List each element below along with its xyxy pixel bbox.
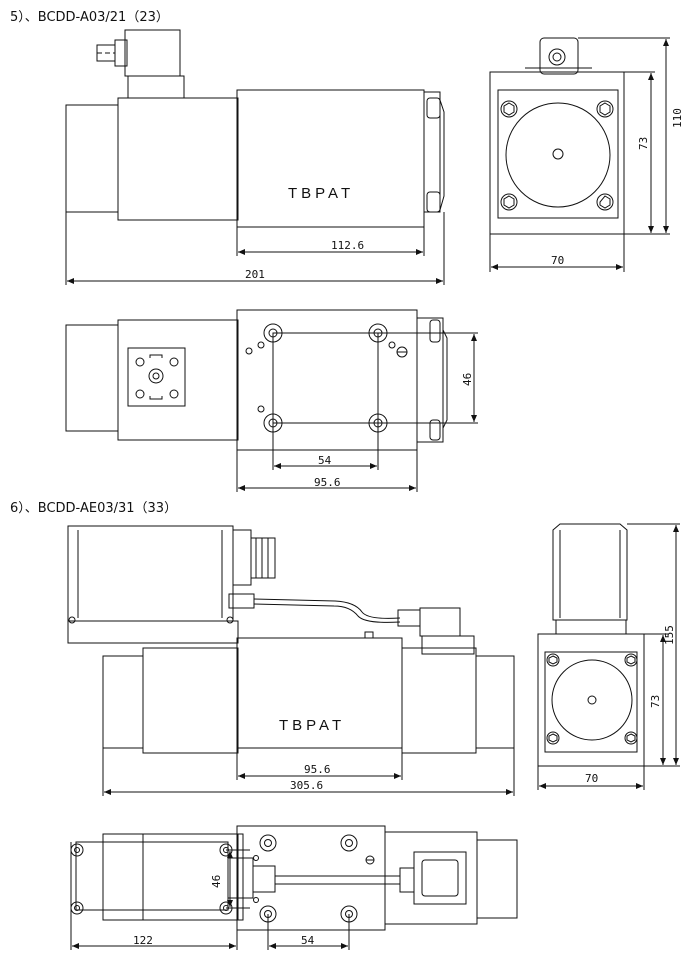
s5-terminal-block	[127, 347, 186, 407]
s5-side-connector	[539, 37, 579, 75]
s5-valve-body	[236, 89, 425, 228]
s6-side-view	[537, 523, 680, 790]
s5-dim-valve-length: 112.6	[331, 239, 364, 252]
s6-side-body	[537, 633, 645, 767]
s6-dim-total-length: 305.6	[290, 779, 323, 792]
s6-brand-label: TBPAT	[279, 717, 345, 734]
s5-dim-top-length: 95.6	[314, 476, 341, 489]
s5-brand-label: TBPAT	[288, 185, 354, 202]
s6-coil-face	[551, 659, 633, 741]
s6-dim-mount-x: 54	[301, 934, 315, 947]
s5-dim-mount-x: 54	[318, 454, 332, 467]
s5-side-body	[489, 71, 625, 235]
s5-connector-plug	[124, 29, 181, 77]
s5-dim-total-height: 110	[671, 108, 684, 128]
s5-dim-mount-y: 46	[461, 373, 474, 386]
s6-dim-valve-length: 95.6	[304, 763, 331, 776]
s6-dim-width: 70	[585, 772, 598, 785]
s5-dim-width: 70	[551, 254, 564, 267]
s5-dim-total-length: 201	[245, 268, 265, 281]
s5-front-view	[65, 29, 445, 285]
s5-mount-pattern	[272, 332, 379, 424]
s6-top-view	[70, 825, 518, 950]
s5-coil-face	[505, 102, 611, 208]
s6-front-view	[67, 525, 515, 796]
s6-dim-body-height: 73	[649, 695, 662, 708]
s5-dim-body-height: 73	[637, 137, 650, 150]
s6-top-amplifier	[75, 841, 229, 911]
s6-dim-total-height: 155	[663, 625, 676, 645]
s6-top-valve-body	[236, 825, 386, 931]
section5-title: 5）、BCDD-A03/21（23）	[10, 10, 169, 25]
s6-dim-amp-offset: 122	[133, 934, 153, 947]
s5-top-view	[65, 309, 478, 492]
s5-top-end-cap	[65, 324, 119, 432]
s6-m-connector	[250, 537, 276, 579]
s6-amplifier-box	[67, 525, 234, 622]
s6-side-amplifier	[552, 523, 628, 621]
s6-plug	[419, 607, 461, 637]
s5-end-cap	[65, 104, 119, 213]
s5-solenoid-coil	[117, 97, 239, 221]
s6-dim-mount-y: 46	[210, 875, 223, 888]
s6-cable-gland	[228, 593, 255, 609]
section6-title: 6）、BCDD-AE03/31（33）	[10, 501, 178, 516]
s6-top-plug	[413, 851, 467, 905]
s5-side-view	[489, 37, 670, 272]
